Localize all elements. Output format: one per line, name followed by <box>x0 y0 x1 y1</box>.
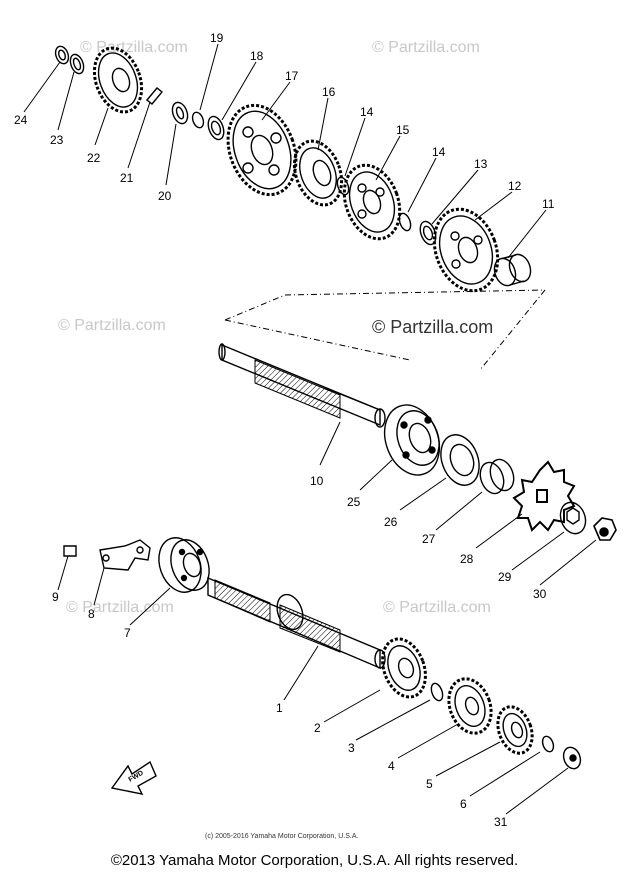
part-27-collar <box>479 458 515 495</box>
callout-24: 24 <box>14 113 28 127</box>
watermark-dark: © Partzilla.com <box>372 317 493 337</box>
callout-23: 23 <box>50 133 64 147</box>
watermark-1: © Partzilla.com <box>80 39 188 56</box>
part-11-bushing <box>493 253 532 287</box>
part-25-bearing <box>383 404 441 476</box>
part-2-gear <box>381 637 427 699</box>
part-24-washer <box>54 45 70 65</box>
part-13-washer <box>419 220 437 246</box>
callout-3: 3 <box>348 741 355 755</box>
part-14-circlip-b <box>398 212 412 232</box>
callout-29: 29 <box>498 570 512 584</box>
part-6-circlip <box>541 735 555 753</box>
footer-copyright: ©2013 Yamaha Motor Corporation, U.S.A. A… <box>110 852 519 869</box>
part-9-pin <box>63 545 77 557</box>
part-8-bracket <box>99 539 151 571</box>
part-16-gear <box>292 139 344 207</box>
callout-22: 22 <box>87 151 101 165</box>
callout-2: 2 <box>314 721 321 735</box>
callout-18: 18 <box>250 49 264 63</box>
callout-25: 25 <box>347 495 361 509</box>
fwd-arrow-icon: FWD <box>110 760 157 795</box>
callout-15: 15 <box>396 123 410 137</box>
callout-14b: 14 <box>432 145 446 159</box>
callout-1: 1 <box>276 701 283 715</box>
callout-17: 17 <box>285 69 299 83</box>
part-19-circlip <box>191 111 205 129</box>
part-14-circlip-a <box>336 176 350 196</box>
part-15-gear <box>342 163 402 241</box>
part-23-washer <box>69 53 85 75</box>
callout-8: 8 <box>88 607 95 621</box>
callout-30: 30 <box>533 587 547 601</box>
callout-5: 5 <box>426 777 433 791</box>
part-7-bearing <box>158 537 210 593</box>
callout-21: 21 <box>120 171 134 185</box>
callout-14a: 14 <box>360 105 374 119</box>
callout-11: 11 <box>542 197 555 211</box>
callout-12: 12 <box>508 179 522 193</box>
part-1-drive-axle <box>207 576 386 670</box>
assembly-guide-line <box>224 289 546 371</box>
callout-19: 19 <box>210 31 224 45</box>
watermark-3: © Partzilla.com <box>58 317 166 334</box>
callout-27: 27 <box>422 532 436 546</box>
part-18-washer <box>207 115 225 141</box>
part-17-gear <box>226 103 298 197</box>
part-26-seal <box>440 434 480 486</box>
part-29-lock-washer <box>559 501 587 535</box>
part-30-nut <box>593 517 617 541</box>
watermark-5: © Partzilla.com <box>383 599 491 616</box>
callout-9: 9 <box>52 590 59 604</box>
callout-6: 6 <box>460 797 467 811</box>
callout-7: 7 <box>124 626 131 640</box>
watermark-2: © Partzilla.com <box>372 39 480 56</box>
part-4-gear <box>447 677 493 735</box>
part-5-gear <box>496 705 534 755</box>
callout-16: 16 <box>322 85 336 99</box>
small-copyright: (c) 2005-2016 Yamaha Motor Corporation, … <box>205 833 358 840</box>
callout-10: 10 <box>310 474 324 488</box>
callout-28: 28 <box>460 552 474 566</box>
part-31-washer <box>562 746 582 770</box>
watermark-4: © Partzilla.com <box>66 599 174 616</box>
leader-lines <box>23 43 597 815</box>
part-3-circlip <box>430 682 444 702</box>
callout-13: 13 <box>474 157 488 171</box>
part-20-washer <box>171 101 189 125</box>
part-28-sprocket <box>512 460 576 532</box>
part-22-sprocket <box>92 46 144 114</box>
part-12-gear <box>432 207 500 293</box>
part-21-lock <box>146 87 163 105</box>
callout-20: 20 <box>158 189 172 203</box>
part-10-main-axle <box>218 343 386 428</box>
callout-31: 31 <box>494 815 508 829</box>
callout-26: 26 <box>384 515 398 529</box>
upper-shaft-parts <box>54 45 532 293</box>
lower-shaft-parts <box>63 537 582 770</box>
callout-4: 4 <box>388 759 395 773</box>
